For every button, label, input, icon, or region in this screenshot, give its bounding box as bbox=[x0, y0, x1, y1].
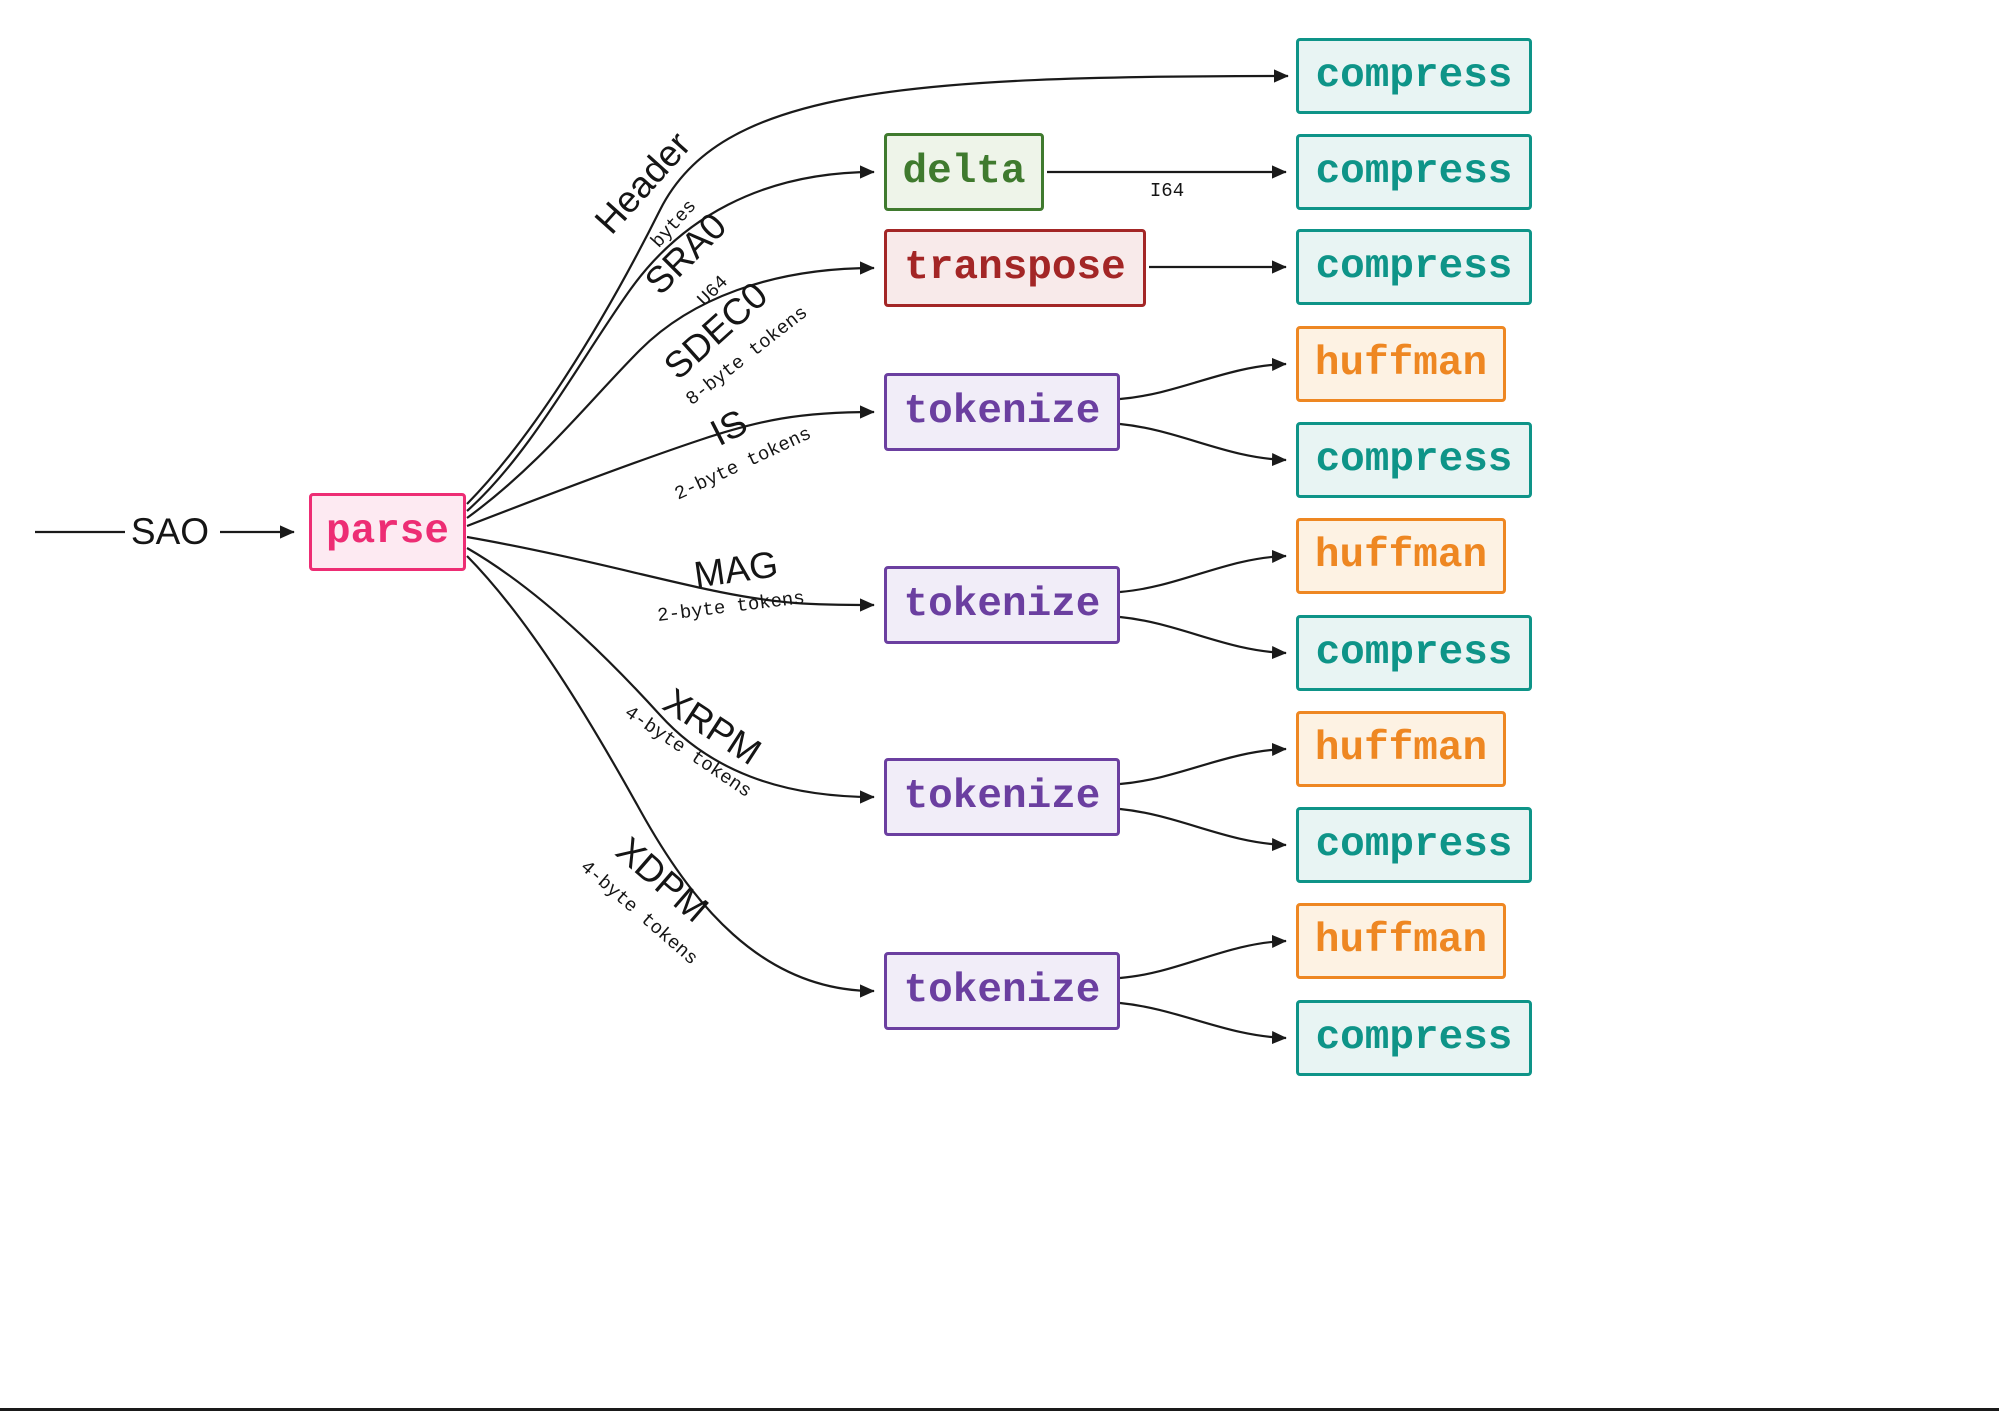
node-tokenize-label: tokenize bbox=[903, 582, 1101, 628]
input-label: SAO bbox=[130, 511, 210, 552]
node-huffman-label: huffman bbox=[1314, 918, 1488, 964]
node-transpose: transpose bbox=[884, 229, 1146, 307]
node-tokenize-2: tokenize bbox=[884, 566, 1120, 644]
edge-parse-xdpm-to-tokenize4 bbox=[466, 555, 875, 998]
edge-tokenize4-to-compress7 bbox=[1119, 1001, 1287, 1045]
edge-parse-mag-to-tokenize2 bbox=[466, 535, 875, 612]
edge-tokenize2-to-compress5 bbox=[1119, 615, 1287, 660]
node-tokenize-label: tokenize bbox=[903, 774, 1101, 820]
node-transpose-label: transpose bbox=[904, 245, 1126, 291]
edge-tokenize3-to-compress6 bbox=[1119, 807, 1287, 852]
edge-tokenize3-to-huffman3 bbox=[1119, 742, 1287, 786]
node-tokenize-1: tokenize bbox=[884, 373, 1120, 451]
node-huffman-4: huffman bbox=[1296, 903, 1506, 979]
node-delta: delta bbox=[884, 133, 1044, 211]
edge-parse-sra0-to-delta bbox=[466, 165, 875, 512]
node-huffman-2: huffman bbox=[1296, 518, 1506, 594]
node-delta-label: delta bbox=[902, 149, 1026, 195]
node-huffman-label: huffman bbox=[1314, 726, 1488, 772]
node-compress-label: compress bbox=[1315, 244, 1513, 290]
node-tokenize-label: tokenize bbox=[903, 389, 1101, 435]
node-compress-6: compress bbox=[1296, 807, 1532, 883]
edge-parse-header-to-compress bbox=[466, 69, 1289, 505]
node-compress-4: compress bbox=[1296, 422, 1532, 498]
node-parse: parse bbox=[309, 493, 466, 571]
node-compress-label: compress bbox=[1315, 149, 1513, 195]
edge-tokenize1-to-compress4 bbox=[1119, 422, 1287, 467]
node-compress-3: compress bbox=[1296, 229, 1532, 305]
node-huffman-label: huffman bbox=[1314, 341, 1488, 387]
bottom-rule bbox=[0, 1408, 1999, 1411]
node-tokenize-label: tokenize bbox=[903, 968, 1101, 1014]
node-compress-5: compress bbox=[1296, 615, 1532, 691]
edge-parse-is-to-tokenize1 bbox=[466, 405, 875, 528]
edge-parse-sdec0-to-transpose bbox=[466, 261, 875, 519]
edge-parse-xrpm-to-tokenize3 bbox=[466, 547, 875, 804]
node-compress-label: compress bbox=[1315, 53, 1513, 99]
node-compress-2: compress bbox=[1296, 134, 1532, 210]
edge-tokenize1-to-huffman1 bbox=[1119, 357, 1287, 401]
node-compress-7: compress bbox=[1296, 1000, 1532, 1076]
node-compress-label: compress bbox=[1315, 822, 1513, 868]
edge-label-i64: I64 bbox=[1149, 180, 1185, 202]
node-compress-label: compress bbox=[1315, 437, 1513, 483]
edge-tokenize4-to-huffman4 bbox=[1119, 934, 1287, 980]
edge-tokenize2-to-huffman2 bbox=[1119, 549, 1287, 594]
node-compress-1: compress bbox=[1296, 38, 1532, 114]
node-compress-label: compress bbox=[1315, 630, 1513, 676]
node-compress-label: compress bbox=[1315, 1015, 1513, 1061]
node-huffman-label: huffman bbox=[1314, 533, 1488, 579]
node-huffman-1: huffman bbox=[1296, 326, 1506, 402]
node-huffman-3: huffman bbox=[1296, 711, 1506, 787]
node-parse-label: parse bbox=[325, 509, 450, 555]
node-tokenize-4: tokenize bbox=[884, 952, 1120, 1030]
node-tokenize-3: tokenize bbox=[884, 758, 1120, 836]
